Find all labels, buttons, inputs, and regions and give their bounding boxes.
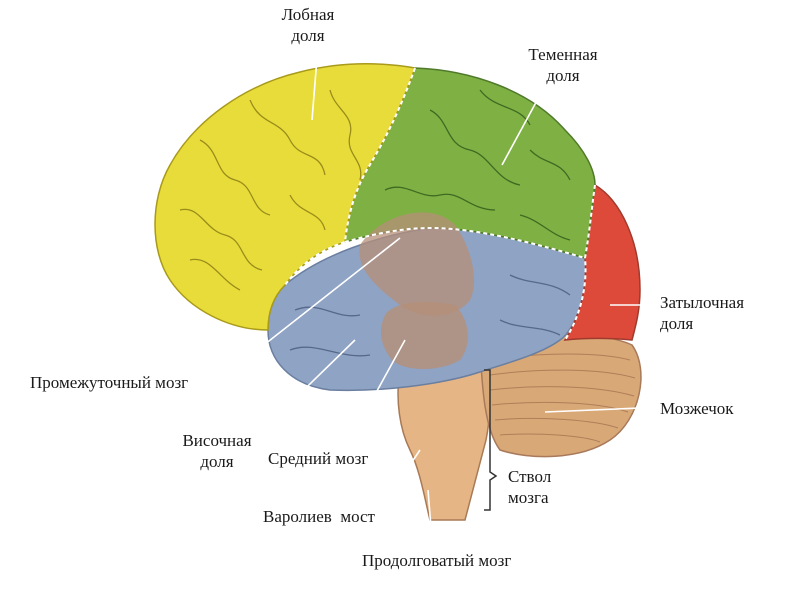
brainstem-bracket — [484, 369, 498, 511]
label-midbrain: Средний мозг — [268, 449, 369, 468]
lobe-boundaries — [284, 67, 596, 341]
label-parietal-lobe: Теменная доля — [528, 45, 598, 85]
label-frontal-lobe: Лобная доля — [281, 5, 335, 45]
leader-lines — [231, 57, 641, 541]
label-temporal-lobe: Височная доля — [182, 431, 252, 471]
label-cerebellum: Мозжечок — [660, 399, 734, 418]
midbrain-shape — [380, 302, 468, 369]
label-brainstem: Ствол мозга — [508, 467, 552, 507]
label-medulla: Продолговатый мозг — [362, 551, 512, 570]
label-occipital-lobe: Затылочная доля — [660, 293, 745, 333]
gyri-frontal — [179, 89, 362, 291]
label-diencephalon: Промежуточный мозг — [30, 373, 189, 392]
diencephalon-shape — [359, 212, 475, 316]
brainstem-shape — [397, 367, 491, 521]
label-pons: Варолиев мост — [263, 507, 375, 526]
gyri-temporal — [289, 274, 571, 357]
